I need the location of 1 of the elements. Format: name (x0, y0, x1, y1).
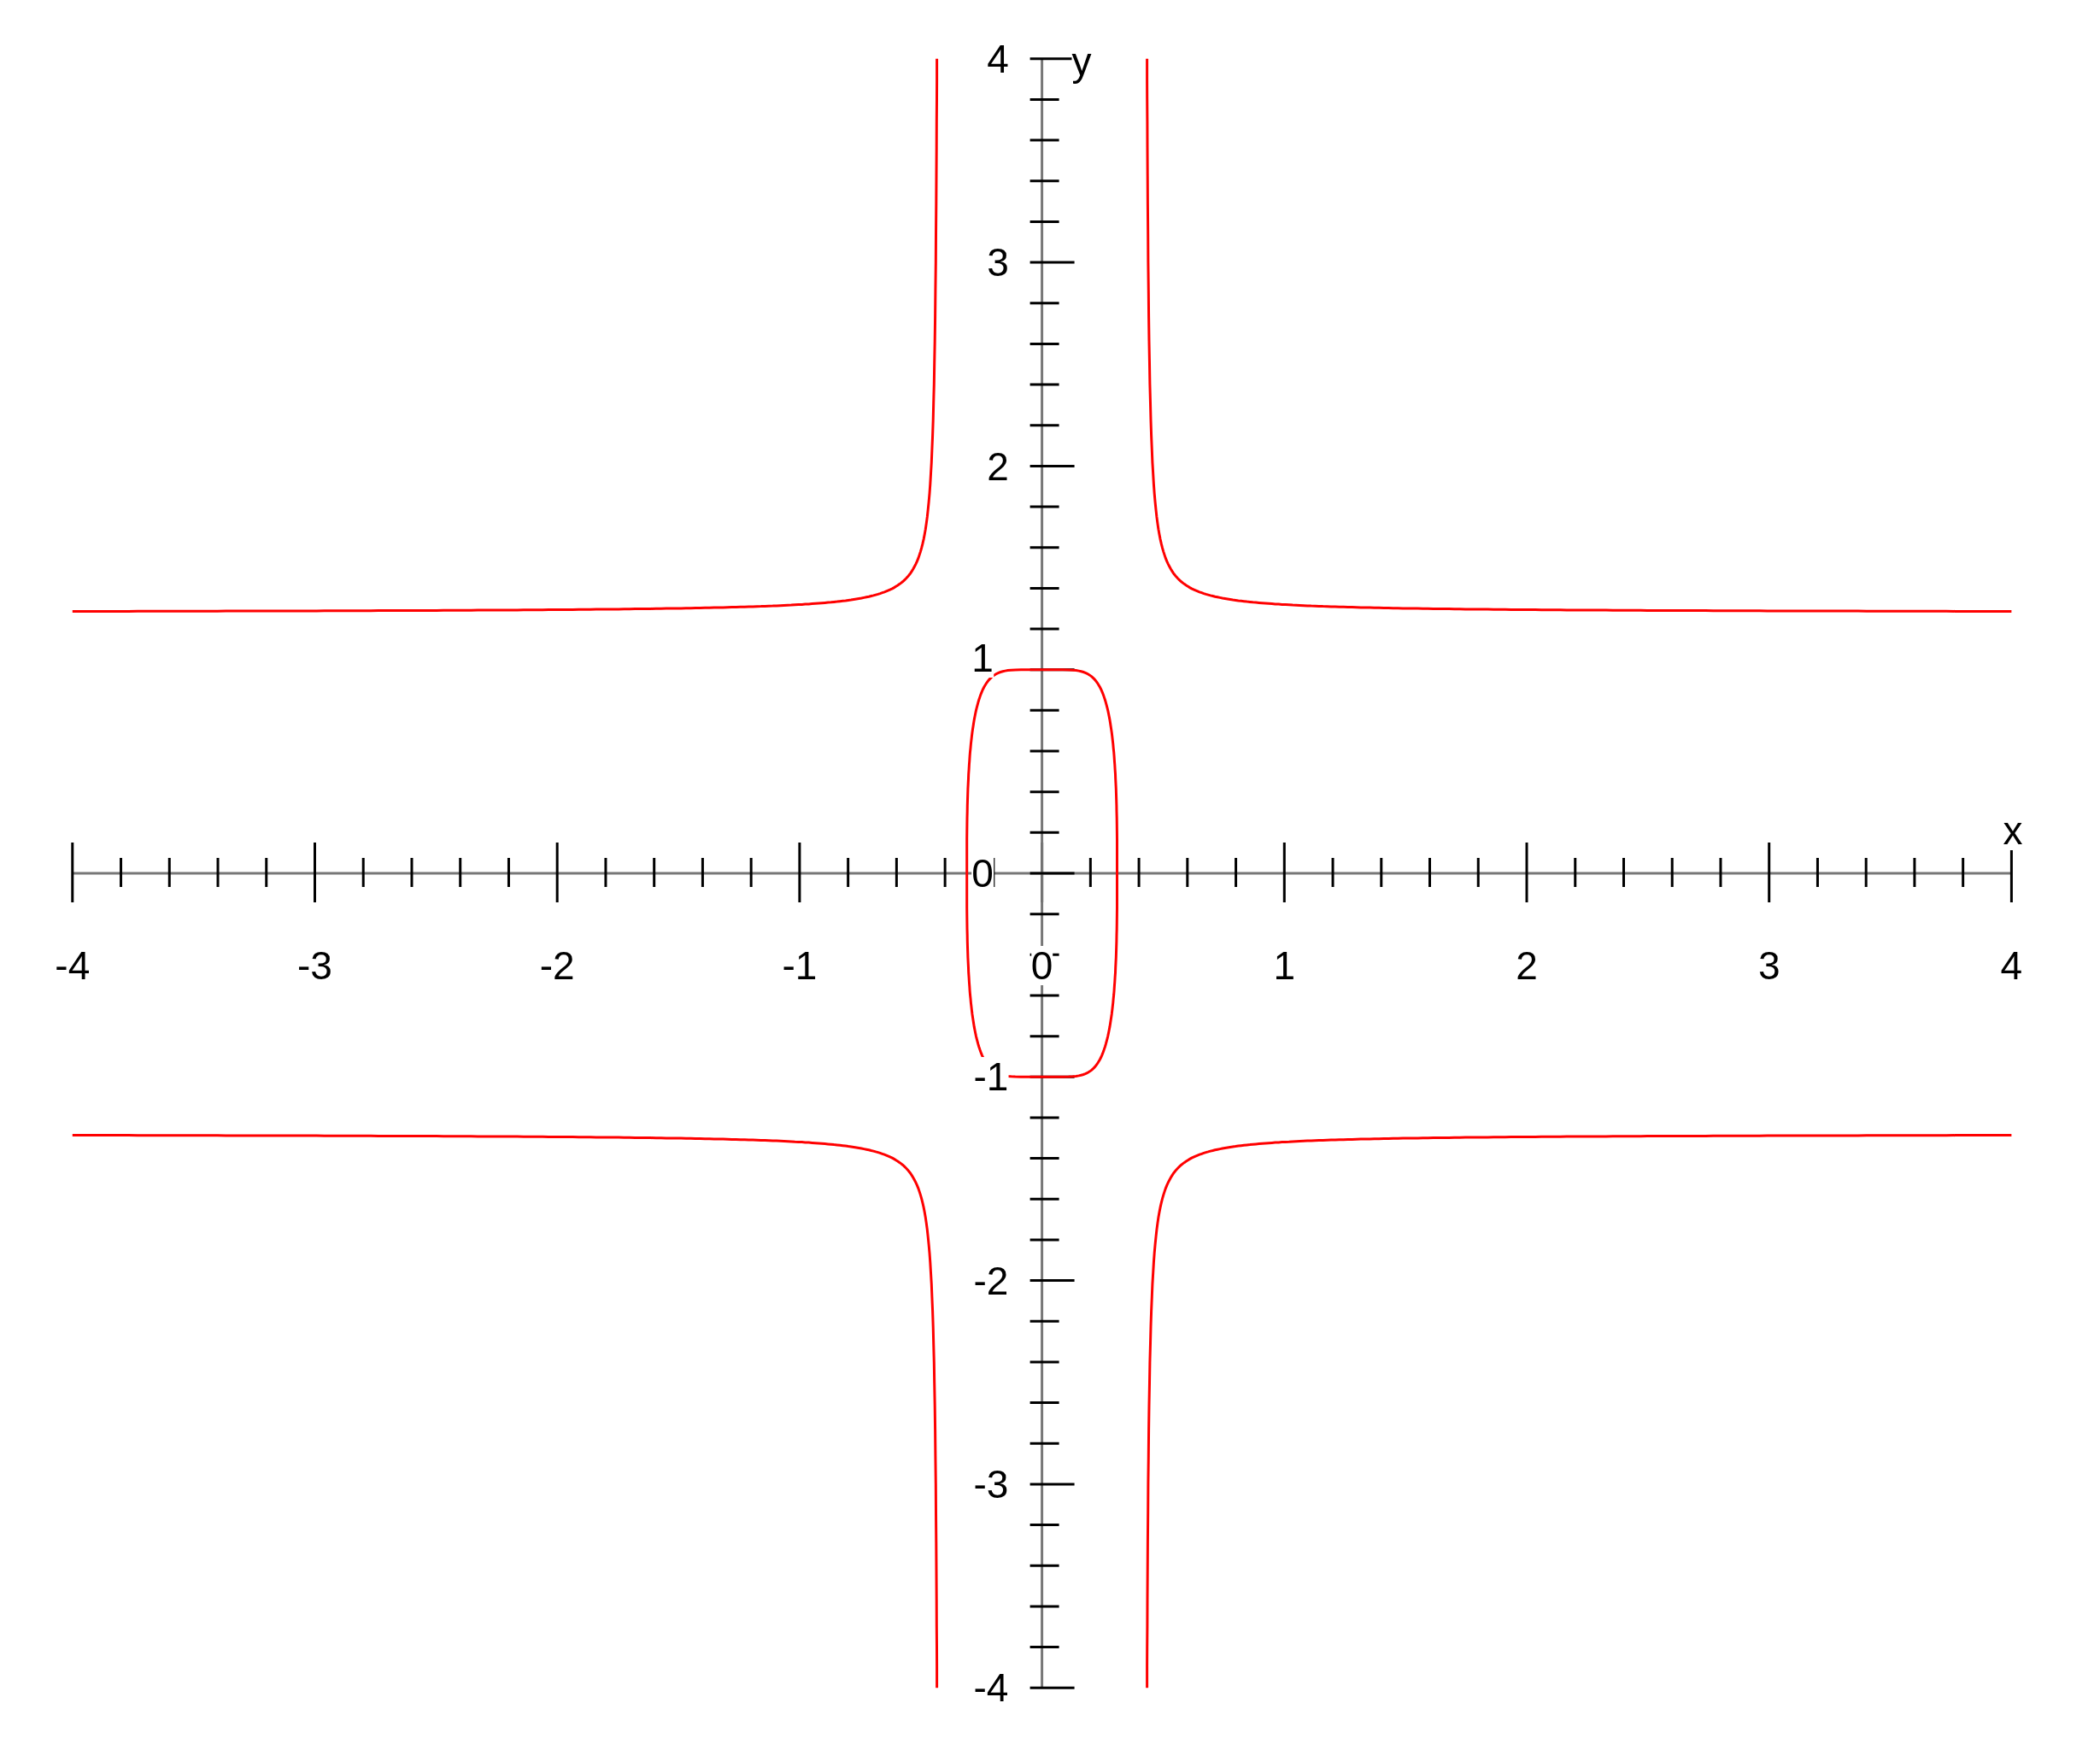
axis-label: 0 (1030, 946, 1053, 985)
